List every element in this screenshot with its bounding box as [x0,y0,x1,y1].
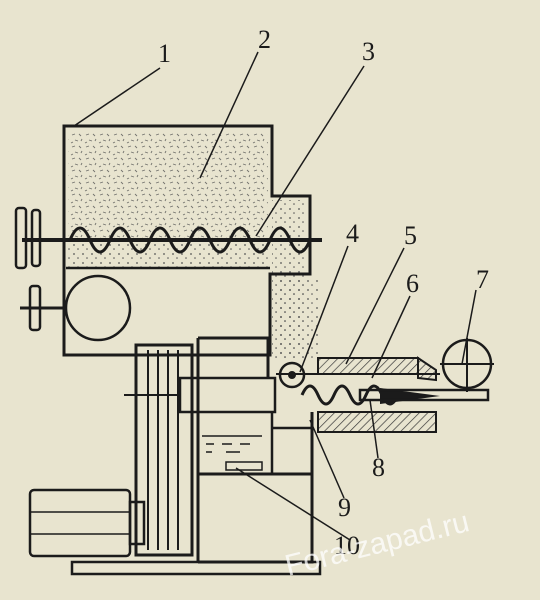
electric-motor [28,488,146,558]
callout-4: 4 [346,219,359,248]
hopper [62,124,318,360]
callout-9: 9 [338,493,351,522]
base-plate [70,560,322,576]
drive-pulley [20,274,132,342]
press-frame [196,336,314,564]
callout-5: 5 [404,221,417,250]
callout-6: 6 [406,269,419,298]
leader-lines [73,51,477,541]
callout-2: 2 [258,25,271,54]
press-shaft [124,376,277,414]
belt-flywheel [134,343,194,557]
callout-10: 10 [334,531,360,560]
callout-3: 3 [362,37,375,66]
watermark: Fora-zapad.ru [282,505,473,583]
feed-screw [14,206,322,270]
callout-8: 8 [372,453,385,482]
callout-7: 7 [476,265,489,294]
callout-1: 1 [158,39,171,68]
cutter-wheel [440,338,494,392]
discharge-tube [358,388,490,402]
